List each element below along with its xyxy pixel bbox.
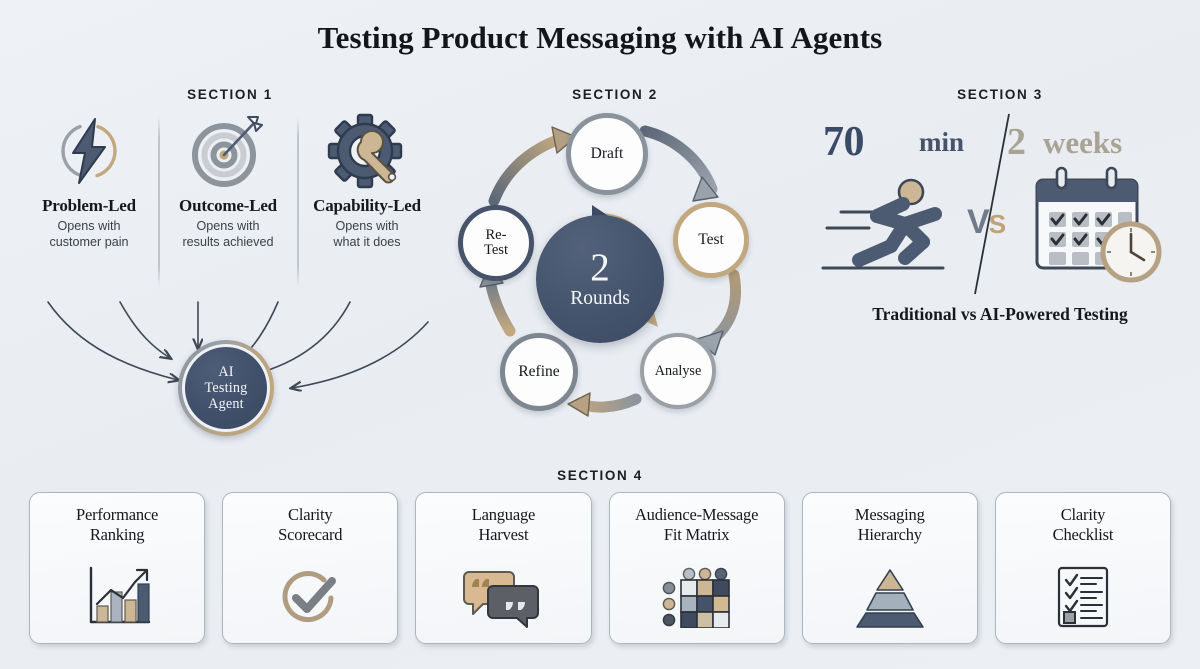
angle-subtitle-line1: Opens with bbox=[196, 219, 260, 233]
cycle-node-re-test[interactable]: Re- Test bbox=[458, 205, 534, 281]
versus-s: S bbox=[988, 209, 1006, 239]
card-audience-message-fit-matrix[interactable]: Audience-Message Fit Matrix bbox=[608, 492, 785, 644]
cycle-node-label: Analyse bbox=[654, 362, 702, 379]
agent-label-line2: Testing bbox=[204, 379, 248, 396]
card-language-harvest[interactable]: Language Harvest bbox=[415, 492, 592, 644]
page-title: Testing Product Messaging with AI Agents bbox=[317, 20, 883, 55]
angle-subtitle-line2: what it does bbox=[333, 234, 401, 249]
card-title-line2: Hierarchy bbox=[857, 524, 922, 544]
cycle-node-label: Draft bbox=[590, 144, 624, 162]
card-clarity-scorecard[interactable]: Clarity Scorecard bbox=[222, 492, 399, 644]
card-title: Language Harvest bbox=[471, 505, 536, 545]
divider-2 bbox=[297, 117, 299, 287]
section-4-header: SECTION 4 bbox=[557, 468, 643, 483]
calendar-clock-icon bbox=[1035, 166, 1162, 283]
bar-chart-growth-icon bbox=[77, 552, 157, 643]
angle-subtitle: Opens with what it does bbox=[298, 219, 436, 251]
cycle-node-refine[interactable]: Refine bbox=[500, 333, 578, 411]
speech-bubbles-quotes-icon bbox=[461, 552, 545, 643]
cycle-node-label: Refine bbox=[518, 362, 560, 380]
cycle-center-rounds: 2 Rounds bbox=[536, 215, 664, 343]
fast-value: 70 bbox=[823, 119, 865, 165]
comparison-headline: 70 min 2 weeks bbox=[815, 118, 1185, 166]
divider-1 bbox=[158, 117, 160, 287]
angle-title: Problem-Led bbox=[42, 196, 136, 215]
card-title-line1: Language bbox=[471, 505, 536, 524]
slow-unit: weeks bbox=[1043, 125, 1123, 160]
check-circle-icon bbox=[275, 552, 345, 643]
card-clarity-checklist[interactable]: Clarity Checklist bbox=[994, 492, 1172, 644]
agent-core: AI Testing Agent bbox=[185, 347, 267, 429]
agent-label-line1: AI bbox=[218, 363, 234, 380]
angle-subtitle: Opens with customer pain bbox=[20, 219, 158, 251]
cycle-node-test[interactable]: Test bbox=[673, 202, 749, 278]
card-title-line2: Scorecard bbox=[278, 524, 343, 544]
card-title: Messaging Hierarchy bbox=[855, 505, 925, 545]
checklist-document-icon bbox=[1047, 552, 1119, 643]
versus-mark: VS bbox=[967, 203, 1006, 242]
angle-title: Outcome-Led bbox=[179, 196, 277, 215]
card-title-line1: Clarity bbox=[1060, 505, 1106, 524]
versus-v: V bbox=[967, 203, 990, 241]
card-title: Clarity Checklist bbox=[1053, 505, 1114, 545]
cycle-node-label: Test bbox=[698, 230, 724, 248]
agent-label-line3: Agent bbox=[208, 396, 244, 413]
cycle-node-draft[interactable]: Draft bbox=[566, 113, 648, 195]
slow-value: 2 bbox=[1007, 121, 1026, 163]
angle-subtitle-line2: customer pain bbox=[49, 234, 129, 249]
card-title-line1: Audience-Message bbox=[634, 505, 759, 524]
section-3-caption: Traditional vs AI-Powered Testing bbox=[872, 304, 1128, 324]
deliverable-card-list: Performance Ranking C bbox=[29, 492, 1172, 644]
gear-wrench-icon bbox=[298, 110, 436, 192]
cycle-node-label: Re- Test bbox=[483, 226, 509, 258]
card-title-line1: Performance bbox=[76, 505, 159, 524]
card-title-line1: Messaging bbox=[854, 505, 925, 524]
section-3-speed-comparison: 70 min 2 weeks bbox=[815, 108, 1185, 338]
card-title-line1: Clarity bbox=[288, 505, 333, 524]
section-2-testing-cycle: Draft Test Analyse Refine Re- Test 2 Rou… bbox=[440, 105, 790, 450]
rounds-label: Rounds bbox=[570, 287, 630, 309]
card-title: Performance Ranking bbox=[76, 505, 158, 545]
angle-card-capability-led[interactable]: Capability-Led Opens with what it does bbox=[298, 110, 436, 251]
angle-card-problem-led[interactable]: Problem-Led Opens with customer pain bbox=[20, 110, 158, 251]
card-performance-ranking[interactable]: Performance Ranking bbox=[29, 492, 206, 644]
angle-subtitle-line2: results achieved bbox=[182, 234, 274, 249]
fast-unit: min bbox=[919, 127, 965, 157]
card-title-line2: Checklist bbox=[1052, 524, 1114, 544]
cycle-node-analyse[interactable]: Analyse bbox=[640, 333, 716, 409]
ai-testing-agent-node[interactable]: AI Testing Agent bbox=[178, 340, 274, 436]
angle-subtitle: Opens with results achieved bbox=[159, 219, 297, 251]
angle-subtitle-line1: Opens with bbox=[57, 219, 121, 233]
section-3-header: SECTION 3 bbox=[957, 87, 1043, 102]
section-2-header: SECTION 2 bbox=[572, 87, 658, 102]
section-1-header: SECTION 1 bbox=[187, 87, 273, 102]
rounds-number: 2 bbox=[590, 246, 610, 290]
card-title: Clarity Scorecard bbox=[278, 505, 342, 545]
card-title-line2: Harvest bbox=[478, 524, 529, 544]
angle-title: Capability-Led bbox=[313, 196, 421, 215]
grid-matrix-icon bbox=[657, 552, 737, 643]
card-title-line2: Ranking bbox=[89, 524, 145, 544]
angle-card-outcome-led[interactable]: Outcome-Led Opens with results achieved bbox=[159, 110, 297, 251]
running-person-icon bbox=[821, 178, 945, 270]
card-title: Audience-Message Fit Matrix bbox=[635, 505, 758, 545]
card-messaging-hierarchy[interactable]: Messaging Hierarchy bbox=[801, 492, 978, 644]
angle-subtitle-line1: Opens with bbox=[335, 219, 399, 233]
card-title-line2: Fit Matrix bbox=[663, 524, 730, 544]
section-1-messaging-angles: Problem-Led Opens with customer pain Ou bbox=[20, 110, 440, 300]
target-bullseye-icon bbox=[159, 110, 297, 192]
lightning-bolt-icon bbox=[20, 110, 158, 192]
diagonal-separator bbox=[974, 113, 1010, 295]
pyramid-icon bbox=[847, 552, 933, 643]
